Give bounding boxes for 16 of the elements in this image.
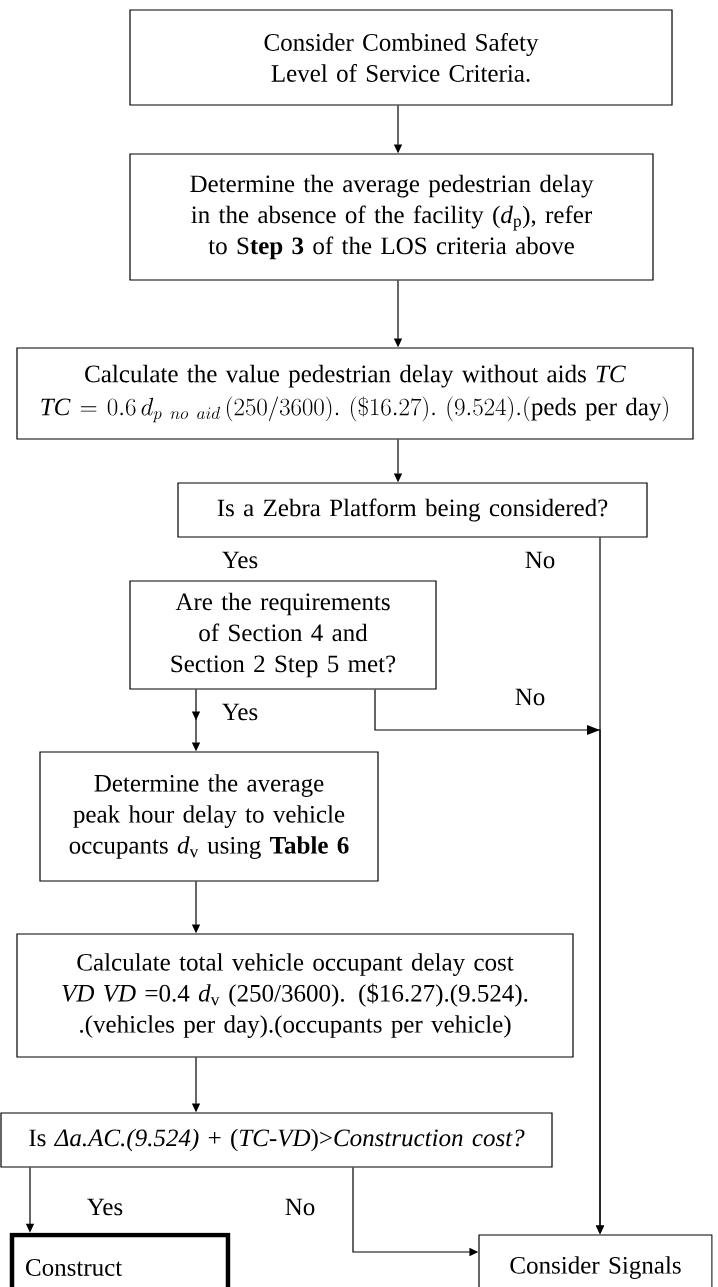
edge-label: No	[525, 551, 555, 569]
process-box: Determine the average pedestrian delay in the absence of the facility (d$_{p}$), refer to Step 3 of the LOS criteria above	[129, 153, 654, 281]
edge-label: Yes	[87, 1198, 123, 1216]
process-box: Consider Combined Safety Level of Service Criteria.	[129, 9, 673, 106]
process-box: Calculate the value pedestrian delay without aids TC $\mathit{TC}=0.6\,d_{p\ no\ aid}\,(250/3600).\ (\$16.27).\ (9.524).(\mathrm{peds\ per\ day})$	[16, 347, 694, 440]
process-box: Determine the average peak hour delay to vehicle occupants d$_{v}$ using Table 6	[39, 751, 379, 882]
edge-label: No	[515, 688, 545, 706]
decision-box: Is Δa.AC.(9.524) + (TC-VD)>Construction cost?	[0, 1112, 553, 1168]
outcome-box: Consider Signals	[478, 1234, 713, 1287]
decision-box: Are the requirements of Section 4 and Section 2 Step 5 met?	[129, 580, 437, 690]
edge-label: No	[285, 1198, 315, 1216]
decision-box: Is a Zebra Platform being considered?	[177, 482, 648, 538]
branch-label: Yes	[222, 551, 258, 569]
edge-label: Yes	[222, 703, 258, 721]
process-box: Calculate total vehicle occupant delay cost VD VD =0.4 d$_{v}$ (250/3600). ($16.27).(9.524). .(vehicles per day).(occupants per vehicle)	[16, 933, 574, 1058]
outcome-box: Construct	[9, 1232, 231, 1287]
